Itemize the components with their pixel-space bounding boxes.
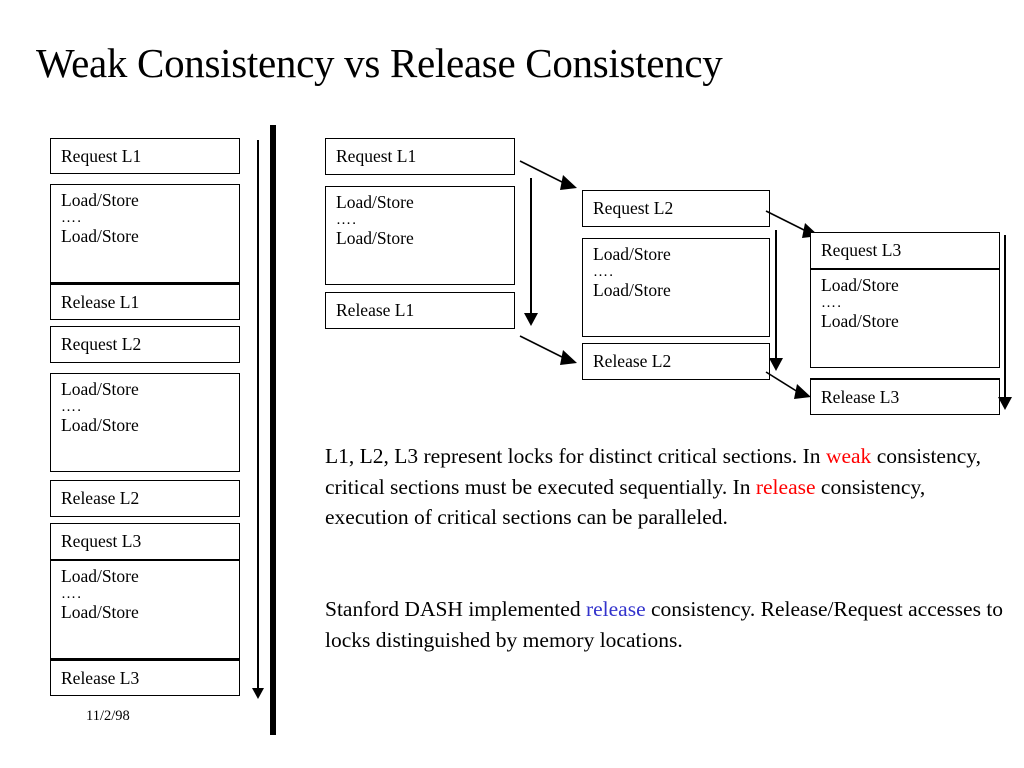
box-label: Release L1 bbox=[336, 300, 415, 320]
box-label: Request L2 bbox=[61, 334, 142, 354]
box-label: Request L3 bbox=[61, 531, 142, 551]
box-label: Request L1 bbox=[61, 145, 142, 166]
para1-segment-2: consistency, critical sections must be e… bbox=[325, 444, 981, 499]
page-title: Weak Consistency vs Release Consistency bbox=[36, 40, 723, 86]
box-label: Request L1 bbox=[336, 146, 417, 166]
box-line-1: Load/Store bbox=[821, 275, 899, 295]
release-l3-box-loadstore: Load/Store …. Load/Store bbox=[810, 269, 1000, 368]
box-line-1: Load/Store bbox=[593, 244, 671, 264]
para1-emphasis-weak: weak bbox=[825, 444, 872, 468]
release-l1-box-request: Request L1 bbox=[325, 138, 515, 175]
box-line-1: Load/Store bbox=[61, 566, 139, 586]
box-label: Release L2 bbox=[61, 488, 140, 508]
weak-box-loadstore-1: Load/Store …. Load/Store bbox=[50, 184, 240, 283]
arrow-release-l1-to-release-l2 bbox=[519, 335, 577, 365]
weak-box-release-l3: Release L3 bbox=[50, 659, 240, 696]
release-l2-box-release: Release L2 bbox=[582, 343, 770, 380]
para1-segment-3: consistency, execution of critical secti… bbox=[325, 474, 926, 530]
box-line-1: Load/Store bbox=[61, 190, 139, 210]
para2-segment-2: consistency. Release/Request accesses to… bbox=[325, 597, 1004, 652]
para1-emphasis-release: release bbox=[755, 474, 816, 499]
box-line-2: Load/Store bbox=[61, 226, 139, 246]
weak-box-request-l2: Request L2 bbox=[50, 326, 240, 363]
box-ellipsis: …. bbox=[61, 210, 83, 226]
box-label: Request L2 bbox=[593, 198, 674, 218]
explanation-paragraph-1: L1, L2, L3 represent locks for distinct … bbox=[325, 441, 1005, 533]
box-ellipsis: …. bbox=[61, 586, 83, 602]
box-line-2: Load/Store bbox=[336, 228, 414, 248]
box-line-2: Load/Store bbox=[61, 602, 139, 622]
weak-box-release-l1: Release L1 bbox=[50, 283, 240, 320]
explanation-paragraph-2: Stanford DASH implemented release consis… bbox=[325, 594, 1005, 655]
box-line-2: Load/Store bbox=[61, 415, 139, 435]
para2-segment-1: Stanford DASH implemented bbox=[325, 597, 586, 621]
weak-box-request-l1: Request L1 bbox=[50, 138, 240, 174]
arrow-release-l2-to-release-l3 bbox=[765, 371, 811, 399]
release-l3-box-release: Release L3 bbox=[810, 378, 1000, 415]
box-line-1: Load/Store bbox=[61, 379, 139, 399]
weak-box-loadstore-2: Load/Store …. Load/Store bbox=[50, 373, 240, 472]
box-ellipsis: …. bbox=[61, 399, 83, 415]
box-label: Release L2 bbox=[593, 351, 672, 371]
weak-box-loadstore-3: Load/Store …. Load/Store bbox=[50, 560, 240, 659]
date-stamp: 11/2/98 bbox=[86, 708, 130, 724]
weak-box-request-l3: Request L3 bbox=[50, 523, 240, 560]
box-label: Release L1 bbox=[61, 291, 140, 312]
box-label: Release L3 bbox=[821, 386, 900, 407]
box-ellipsis: …. bbox=[336, 212, 358, 228]
release-l3-box-request: Request L3 bbox=[810, 232, 1000, 269]
release-l2-box-loadstore: Load/Store …. Load/Store bbox=[582, 238, 770, 337]
release-l1-box-loadstore: Load/Store …. Load/Store bbox=[325, 186, 515, 285]
weak-box-release-l2: Release L2 bbox=[50, 480, 240, 517]
panel-divider bbox=[270, 125, 276, 735]
release-l2-box-request: Request L2 bbox=[582, 190, 770, 227]
para1-segment-1: L1, L2, L3 represent locks for distinct … bbox=[325, 444, 826, 468]
release-l1-box-release: Release L1 bbox=[325, 292, 515, 329]
box-label: Request L3 bbox=[821, 240, 902, 260]
para2-emphasis-release: release bbox=[585, 597, 646, 621]
box-ellipsis: …. bbox=[821, 295, 843, 311]
box-line-2: Load/Store bbox=[821, 311, 899, 331]
box-label: Release L3 bbox=[61, 667, 140, 688]
box-line-1: Load/Store bbox=[336, 192, 414, 212]
box-line-2: Load/Store bbox=[593, 280, 671, 300]
arrow-request-l1-to-request-l2 bbox=[519, 160, 577, 190]
box-ellipsis: …. bbox=[593, 264, 615, 280]
